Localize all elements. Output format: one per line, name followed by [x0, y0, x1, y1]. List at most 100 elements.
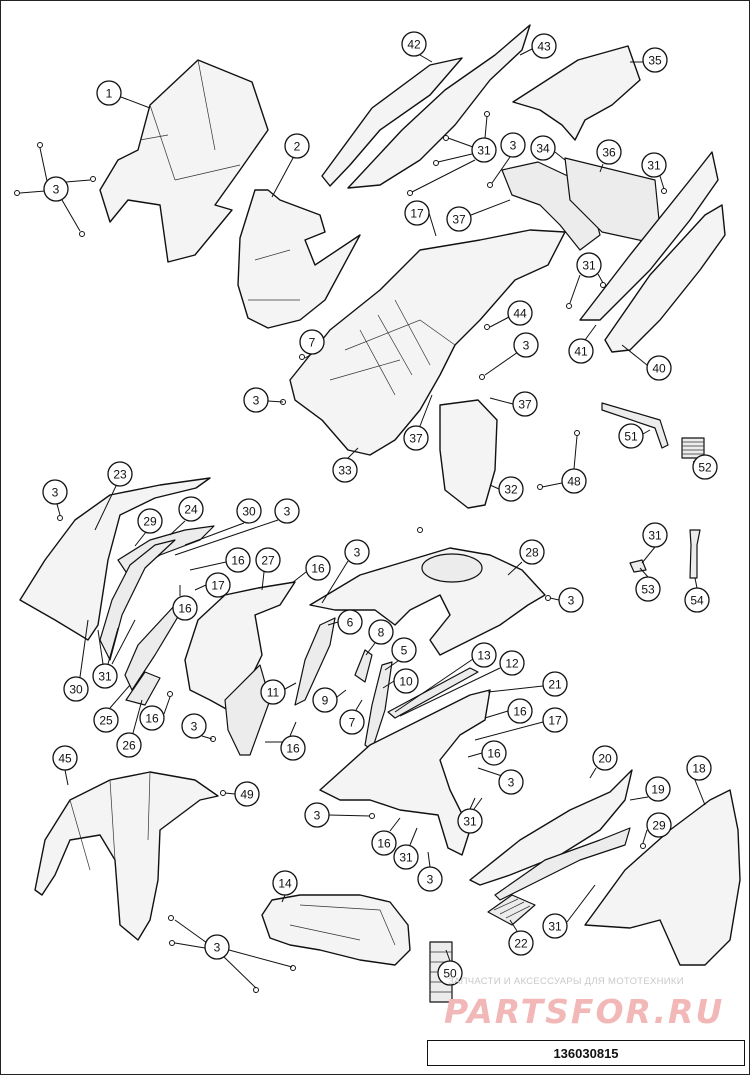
part-grille-52: [681, 437, 705, 459]
callout-label: 16: [231, 554, 245, 568]
callout-circle: [646, 812, 672, 838]
callout-label: 12: [505, 657, 519, 671]
callout-3: 3: [274, 498, 300, 524]
part-undertray: [289, 229, 566, 456]
callout-circle: [481, 740, 507, 766]
callout-20: 20: [592, 745, 618, 771]
part-front-fender-detail: [69, 771, 151, 871]
callout-label: 31: [548, 920, 562, 934]
callout-label: 30: [242, 505, 256, 519]
callout-16: 16: [371, 830, 397, 856]
callout-label: 3: [284, 505, 291, 519]
callout-3: 3: [43, 176, 69, 202]
callout-label: 31: [399, 851, 413, 865]
callout-circle: [393, 668, 419, 694]
part-side-rail-43: [347, 24, 531, 189]
callout-54: 54: [684, 587, 710, 613]
callout-29: 29: [646, 812, 672, 838]
callout-circle: [63, 676, 89, 702]
callout-label: 37: [452, 213, 466, 227]
callout-circle: [280, 735, 306, 761]
callout-label: 34: [536, 142, 550, 156]
callout-label: 49: [240, 788, 254, 802]
callout-33: 33: [332, 457, 358, 483]
callout-3: 3: [181, 713, 207, 739]
callout-17: 17: [542, 707, 568, 733]
callout-circle: [304, 802, 330, 828]
callout-circle: [344, 539, 370, 565]
callout-circle: [107, 461, 133, 487]
callout-circle: [635, 576, 661, 602]
callout-label: 44: [513, 307, 527, 321]
callout-40: 40: [646, 355, 672, 381]
callout-3: 3: [417, 866, 443, 892]
callout-label: 37: [409, 432, 423, 446]
callout-41: 41: [568, 338, 594, 364]
callout-label: 50: [443, 967, 457, 981]
callout-48: 48: [561, 468, 587, 494]
callout-label: 31: [647, 159, 661, 173]
callout-label: 33: [338, 464, 352, 478]
callout-circle: [446, 206, 472, 232]
part-front-fender: [34, 771, 219, 941]
callout-32: 32: [498, 476, 524, 502]
part-holder-8: [354, 649, 373, 683]
callout-21: 21: [542, 671, 568, 697]
callout-label: 23: [113, 468, 127, 482]
callout-30: 30: [236, 498, 262, 524]
callout-circle: [139, 705, 165, 731]
callout-label: 11: [267, 686, 280, 700]
callout-circle: [542, 707, 568, 733]
callout-22: 22: [508, 930, 534, 956]
callout-3: 3: [204, 934, 230, 960]
callout-label: 17: [548, 714, 562, 728]
callout-31: 31: [641, 152, 667, 178]
callout-label: 27: [261, 554, 275, 568]
callout-17: 17: [404, 200, 430, 226]
callout-7: 7: [339, 709, 365, 735]
callout-label: 29: [143, 515, 157, 529]
part-bracket-51: [601, 402, 669, 449]
callout-circle: [568, 338, 594, 364]
callout-circle: [686, 755, 712, 781]
callout-circle: [512, 391, 538, 417]
part-headlight-mask: [237, 189, 361, 329]
callout-11: 11: [260, 679, 286, 705]
callout-label: 3: [191, 720, 198, 734]
callout-circle: [471, 137, 497, 163]
part-strip-12-13: [387, 667, 479, 719]
callout-label: 3: [314, 809, 321, 823]
part-rear-panel-40: [604, 204, 726, 353]
part-grille-52-detail: [682, 441, 704, 455]
callout-12: 12: [499, 650, 525, 676]
callout-label: 16: [377, 837, 391, 851]
part-vent-26: [125, 671, 161, 706]
callout-16: 16: [481, 740, 507, 766]
callout-label: 31: [477, 144, 491, 158]
callout-label: 32: [504, 483, 518, 497]
callout-circle: [305, 555, 331, 581]
callout-29: 29: [137, 508, 163, 534]
callout-circle: [299, 329, 325, 355]
part-windscreen: [99, 59, 269, 263]
callout-circle: [42, 479, 68, 505]
part-headlight-housing-detail: [289, 904, 396, 946]
callout-label: 16: [513, 705, 527, 719]
callout-circle: [137, 508, 163, 534]
callout-16: 16: [139, 705, 165, 731]
callout-circle: [368, 619, 394, 645]
callout-circle: [403, 425, 429, 451]
callout-circle: [339, 709, 365, 735]
callout-label: 53: [641, 583, 655, 597]
callout-label: 25: [99, 714, 113, 728]
callout-circle: [500, 132, 526, 158]
callout-circle: [507, 300, 533, 326]
callout-42: 42: [401, 31, 427, 57]
callout-26: 26: [116, 732, 142, 758]
callout-label: 2: [294, 140, 301, 154]
callout-label: 29: [652, 819, 666, 833]
part-side-panel-20: [469, 769, 633, 886]
callout-circle: [234, 781, 260, 807]
callout-3: 3: [344, 539, 370, 565]
